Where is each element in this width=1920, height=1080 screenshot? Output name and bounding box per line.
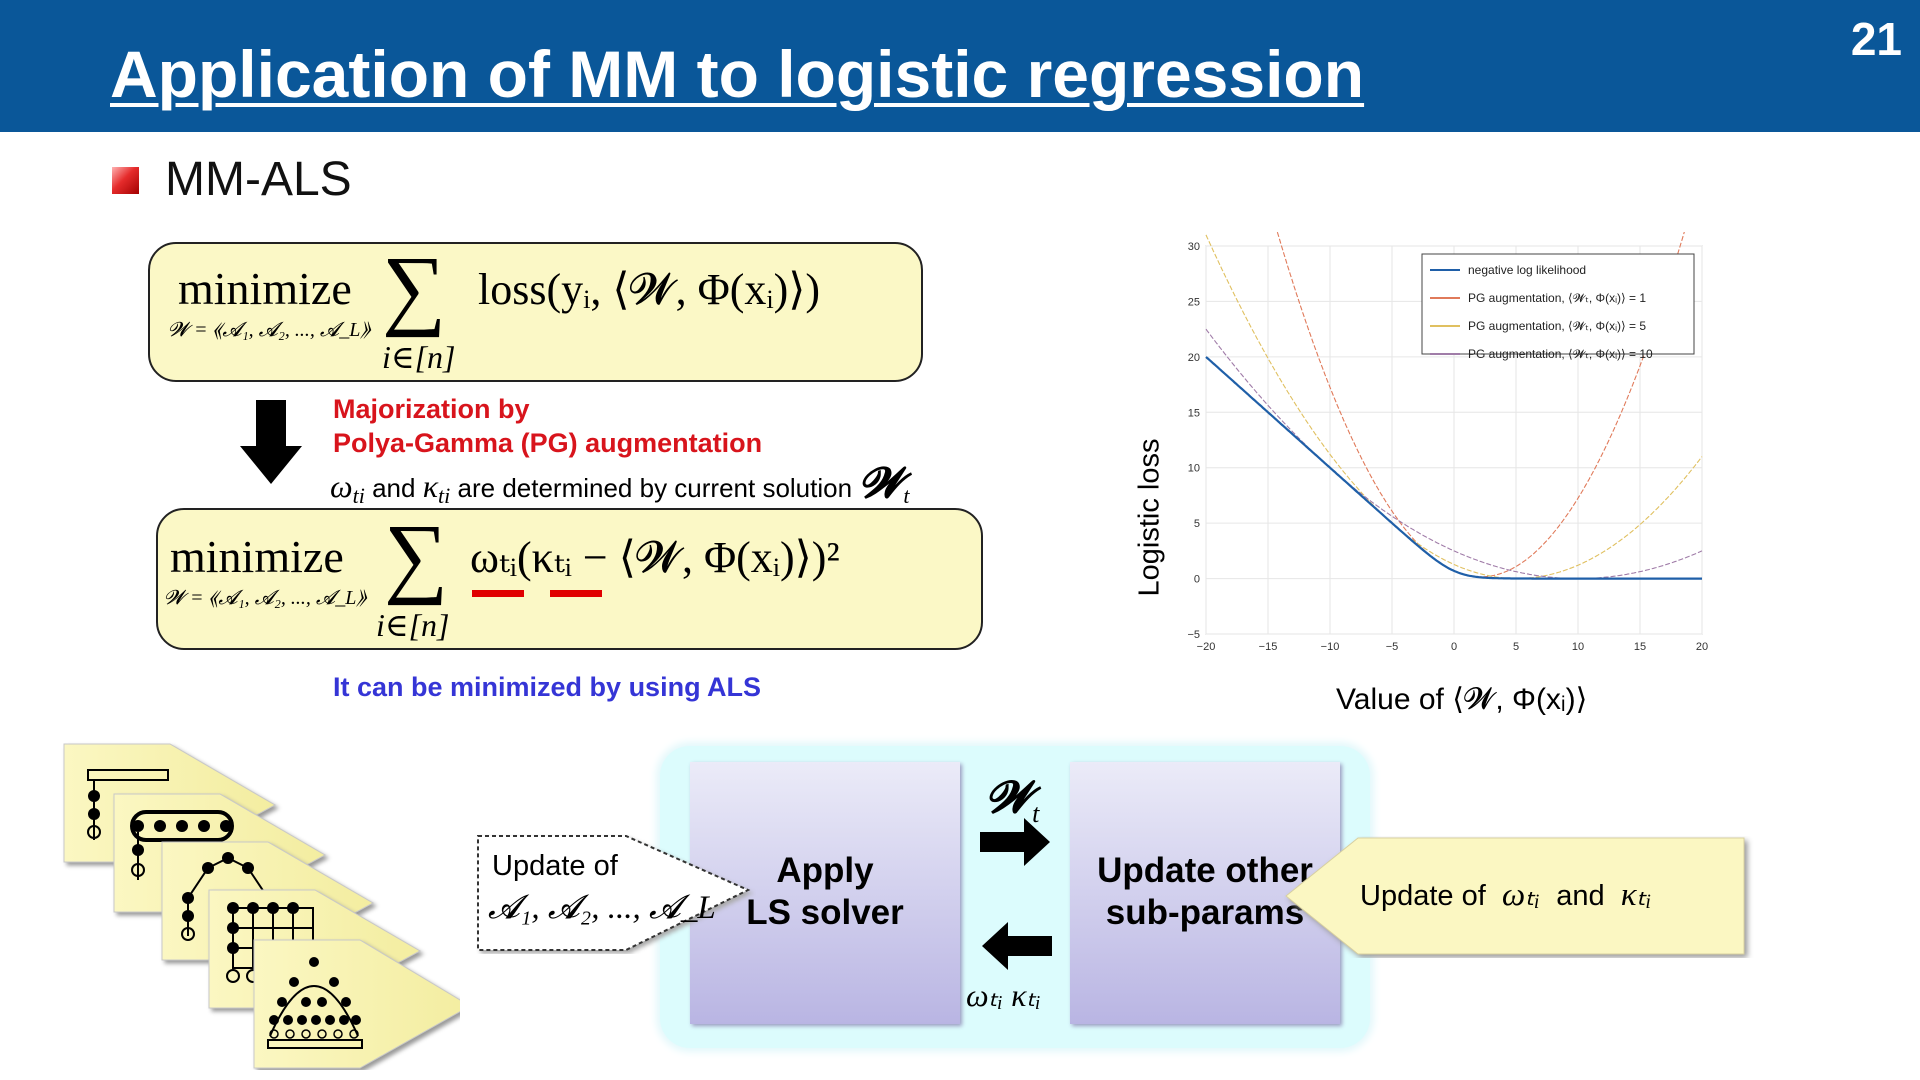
weighted-term-text: ωₜᵢ(κₜᵢ − ⟨𝓦, Φ(xᵢ)⟩)² xyxy=(470,533,840,582)
tensor-network-cards xyxy=(63,743,460,1069)
w-subscript: t xyxy=(903,483,910,509)
x-tick-label: −10 xyxy=(1321,641,1340,653)
y-tick-label: 25 xyxy=(1188,296,1200,308)
minimize-text-2: minimize xyxy=(170,531,344,582)
x-tick-label: −5 xyxy=(1386,641,1399,653)
series-line xyxy=(1205,234,1703,580)
legend-label: PG augmentation, ⟨𝓦ₜ, Φ(xᵢ)⟩ = 1 xyxy=(1468,291,1646,305)
objective-box-top: minimize 𝓦 = ⟪𝓐₁, 𝓐₂, ..., 𝓐_L⟫ ∑ i∈[n] … xyxy=(148,242,923,382)
y-tick-label: 20 xyxy=(1188,352,1200,364)
tensor-cores-text: 𝓐₁, 𝓐₂, ..., 𝓐_L xyxy=(488,890,716,926)
w-t-label: 𝓦t xyxy=(986,772,1039,829)
x-tick-label: 0 xyxy=(1451,641,1457,653)
omega-underline xyxy=(472,590,524,597)
update-line-1: Update other xyxy=(1097,851,1313,890)
bullet-square-icon xyxy=(112,167,139,194)
omega-subscript: ti xyxy=(352,483,365,509)
kappa-label: κₜᵢ xyxy=(1011,977,1041,1013)
sum-symbol-2: ∑ xyxy=(384,510,448,606)
x-tick-label: −15 xyxy=(1259,641,1278,653)
chart-x-label-text: Value of ⟨𝓦, Φ(xᵢ)⟩ xyxy=(1336,683,1588,716)
kappa-symbol: κ xyxy=(422,468,439,504)
right-callout-and: and xyxy=(1556,880,1605,912)
x-tick-label: 5 xyxy=(1513,641,1519,653)
x-tick-label: 10 xyxy=(1572,641,1584,653)
objective-bottom-formula: minimize 𝓦 = ⟪𝓐₁, 𝓐₂, ..., 𝓐_L⟫ ∑ i∈[n] … xyxy=(164,510,840,643)
down-arrow-icon xyxy=(240,400,302,484)
determined-text: are determined by current solution xyxy=(457,473,853,503)
y-tick-label: 0 xyxy=(1194,574,1200,586)
sum-index-text: i∈[n] xyxy=(382,339,455,375)
x-tick-label: −20 xyxy=(1197,641,1216,653)
kappa-underline xyxy=(550,590,602,597)
left-arrow-icon xyxy=(982,922,1052,970)
left-callout xyxy=(477,835,751,951)
series-line xyxy=(1205,328,1703,580)
sum-symbol: ∑ xyxy=(382,244,446,338)
minimize-text: minimize xyxy=(178,263,352,314)
chart-y-label: Logistic loss xyxy=(1133,438,1166,597)
objective-box-bottom: minimize 𝓦 = ⟪𝓐₁, 𝓐₂, ..., 𝓐_L⟫ ∑ i∈[n] … xyxy=(156,508,983,650)
right-callout-text: Update of ωₜᵢ and κₜᵢ xyxy=(1360,874,1652,914)
logistic-loss-chart: −20 −15 −10 −5 0 5 10 15 20 −5 0 5 10 15 20 25 30 negativ… xyxy=(1187,232,1708,653)
card-5 xyxy=(253,939,460,1069)
left-callout-line-2: 𝓐₁, 𝓐₂, ..., 𝓐_L xyxy=(488,890,716,927)
bullet-heading: MM-ALS xyxy=(165,153,352,206)
omega-symbol: ω xyxy=(330,468,353,504)
left-callout-line-1: Update of xyxy=(492,850,618,882)
and-text: and xyxy=(372,473,416,503)
legend-label: PG augmentation, ⟨𝓦ₜ, Φ(xᵢ)⟩ = 5 xyxy=(1468,319,1646,333)
slide-title: Application of MM to logistic regression xyxy=(110,37,1365,111)
legend-box xyxy=(1421,253,1695,355)
chart-x-label: Value of ⟨𝓦, Φ(xᵢ)⟩ xyxy=(1336,682,1587,717)
omega-label: ωₜᵢ xyxy=(966,977,1004,1013)
page-number: 21 xyxy=(1850,13,1902,65)
loss-text: loss(yᵢ, ⟨𝓦, Φ(xᵢ)⟩) xyxy=(478,265,820,314)
objective-top-formula: minimize 𝓦 = ⟪𝓐₁, 𝓐₂, ..., 𝓐_L⟫ ∑ i∈[n] … xyxy=(168,244,820,375)
right-callout-omega: ωₜᵢ xyxy=(1501,877,1541,913)
apply-line-1: Apply xyxy=(776,851,874,890)
y-tick-label: 30 xyxy=(1188,241,1200,253)
constraint-text-2: 𝓦 = ⟪𝓐₁, 𝓐₂, ..., 𝓐_L⟫ xyxy=(164,587,367,609)
determined-line: ωti and κti are determined by current so… xyxy=(330,460,909,509)
y-tick-label: 5 xyxy=(1194,518,1200,530)
w-symbol: 𝓦 xyxy=(859,461,904,507)
y-tick-label: 10 xyxy=(1188,463,1200,475)
als-note: It can be minimized by using ALS xyxy=(333,672,762,702)
y-tick-label: 15 xyxy=(1188,407,1200,419)
kappa-subscript: ti xyxy=(438,483,451,509)
right-callout xyxy=(1285,837,1745,955)
w-t-subscript: t xyxy=(1032,798,1040,828)
y-tick-label: −5 xyxy=(1187,629,1200,641)
legend-label: negative log likelihood xyxy=(1468,263,1586,277)
legend-label: PG augmentation, ⟨𝓦ₜ, Φ(xᵢ)⟩ = 10 xyxy=(1468,347,1653,361)
majorization-line-1: Majorization by xyxy=(333,394,530,424)
w-t-symbol: 𝓦 xyxy=(986,773,1033,822)
update-line-2: sub-params xyxy=(1105,893,1305,932)
right-callout-kappa: κₜᵢ xyxy=(1620,877,1652,913)
title-bar xyxy=(0,0,1920,132)
majorization-line-2: Polya-Gamma (PG) augmentation xyxy=(333,428,763,458)
apply-line-2: LS solver xyxy=(746,893,904,932)
constraint-text: 𝓦 = ⟪𝓐₁, 𝓐₂, ..., 𝓐_L⟫ xyxy=(168,319,371,341)
omega-kappa-label: ωₜᵢ κₜᵢ xyxy=(966,976,1041,1014)
sum-index-text-2: i∈[n] xyxy=(376,607,449,643)
right-arrow-icon xyxy=(980,818,1050,866)
x-tick-label: 20 xyxy=(1696,641,1708,653)
x-tick-label: 15 xyxy=(1634,641,1646,653)
series-line xyxy=(1205,356,1702,580)
right-callout-prefix: Update of xyxy=(1360,880,1486,912)
